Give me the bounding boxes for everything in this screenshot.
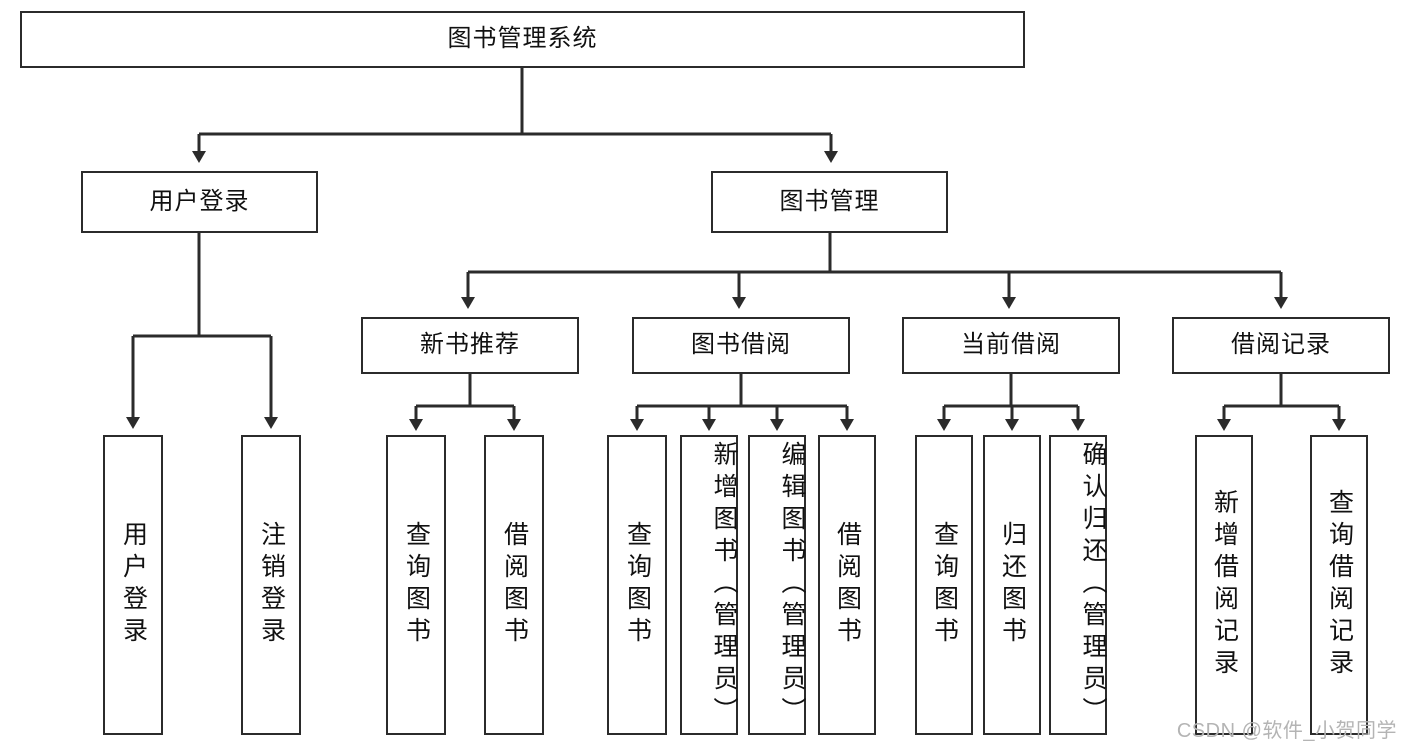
node-leaf-borrow-book-2[interactable]: 借阅图书 [818, 435, 876, 735]
node-leaf-query-book-1[interactable]: 查询图书 [386, 435, 446, 735]
node-label: 图书管理 [779, 187, 880, 215]
node-user-login[interactable]: 用户登录 [81, 171, 318, 233]
node-label: 新书推荐 [420, 331, 520, 359]
node-new-book-recommend[interactable]: 新书推荐 [361, 317, 579, 374]
node-borrow-record[interactable]: 借阅记录 [1172, 317, 1390, 374]
node-leaf-add-book-admin[interactable]: 新增图书（管理员） [680, 435, 738, 735]
node-label: 归还图书 [998, 521, 1027, 649]
node-leaf-query-book-2[interactable]: 查询图书 [607, 435, 667, 735]
node-label: 注销登录 [257, 521, 286, 649]
node-label: 确认归还（管理员） [1079, 441, 1107, 729]
node-book-borrow[interactable]: 图书借阅 [632, 317, 850, 374]
node-label: 借阅图书 [833, 521, 862, 649]
node-leaf-user-login[interactable]: 用户登录 [103, 435, 163, 735]
node-label: 用户登录 [119, 521, 148, 649]
node-label: 用户登录 [149, 187, 250, 215]
node-label: 编辑图书（管理员） [778, 441, 806, 729]
node-label: 查询图书 [402, 521, 431, 649]
node-current-borrow[interactable]: 当前借阅 [902, 317, 1120, 374]
node-leaf-query-book-3[interactable]: 查询图书 [915, 435, 973, 735]
node-label: 图书管理系统 [447, 25, 598, 53]
node-label: 新增图书（管理员） [710, 441, 738, 729]
node-label: 查询借阅记录 [1325, 489, 1354, 681]
node-book-manage[interactable]: 图书管理 [711, 171, 948, 233]
node-label: 当前借阅 [961, 331, 1061, 359]
node-leaf-logout-login[interactable]: 注销登录 [241, 435, 301, 735]
node-label: 查询图书 [930, 521, 959, 649]
node-leaf-edit-book-admin[interactable]: 编辑图书（管理员） [748, 435, 806, 735]
node-leaf-return-book[interactable]: 归还图书 [983, 435, 1041, 735]
node-leaf-borrow-book-1[interactable]: 借阅图书 [484, 435, 544, 735]
node-leaf-add-borrow-record[interactable]: 新增借阅记录 [1195, 435, 1253, 735]
node-label: 借阅图书 [500, 521, 529, 649]
node-label: 查询图书 [623, 521, 652, 649]
node-root-system[interactable]: 图书管理系统 [20, 11, 1025, 68]
node-leaf-query-borrow-record[interactable]: 查询借阅记录 [1310, 435, 1368, 735]
node-leaf-confirm-return-admin[interactable]: 确认归还（管理员） [1049, 435, 1107, 735]
node-label: 借阅记录 [1231, 331, 1331, 359]
node-label: 图书借阅 [691, 331, 791, 359]
node-label: 新增借阅记录 [1210, 489, 1239, 681]
